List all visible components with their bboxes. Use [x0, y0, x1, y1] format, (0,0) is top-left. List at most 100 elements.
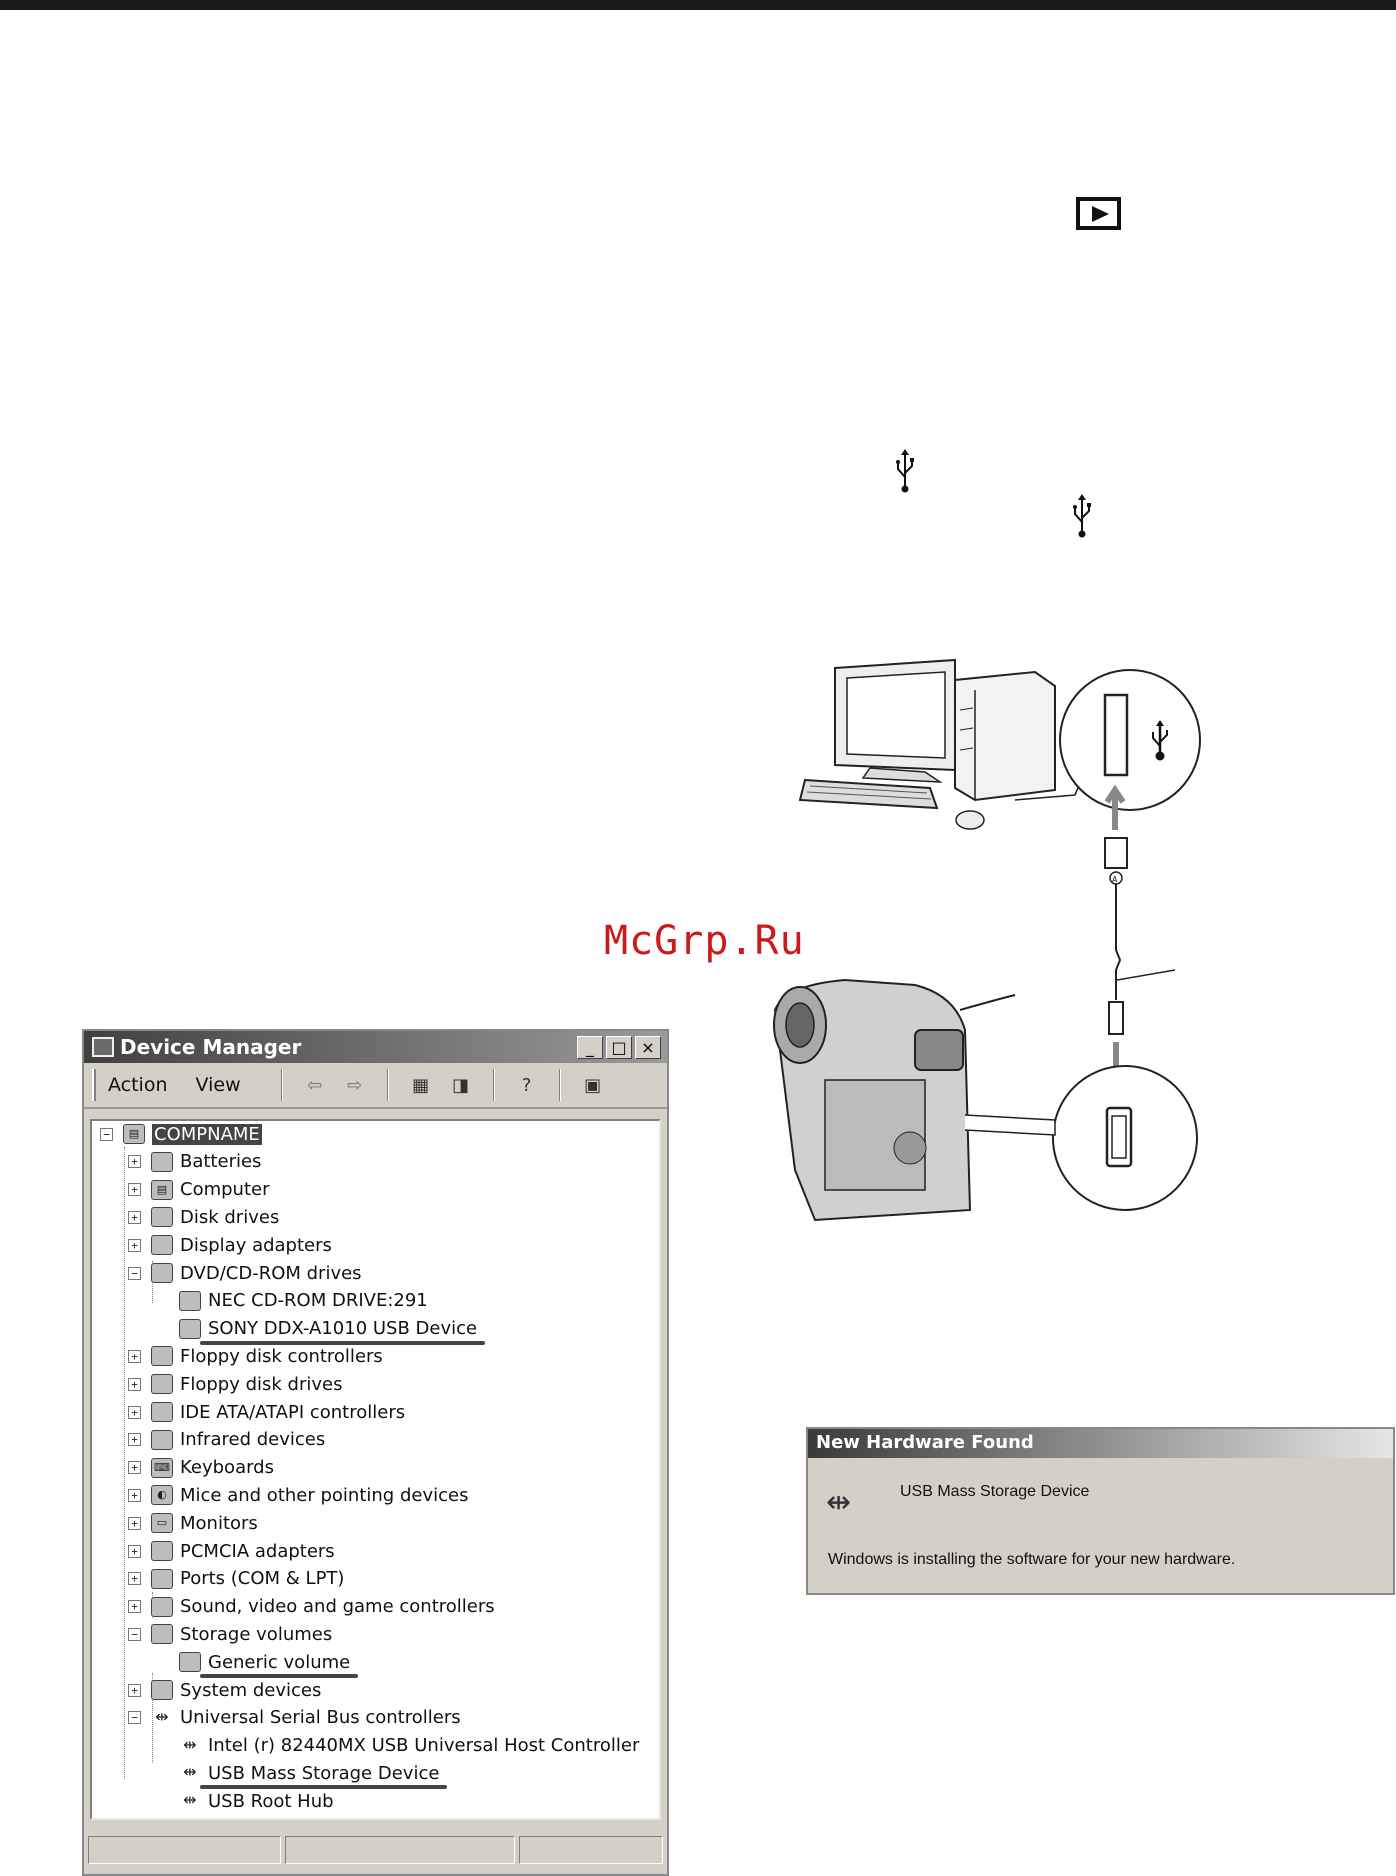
- system-device-icon: [151, 1680, 173, 1700]
- tree-item-label: COMPNAME: [152, 1123, 262, 1145]
- expand-icon[interactable]: +: [128, 1461, 141, 1475]
- expand-icon[interactable]: +: [128, 1155, 141, 1169]
- tree-item[interactable]: − DVD/CD-ROM drives: [128, 1260, 362, 1286]
- expand-icon[interactable]: +: [128, 1405, 141, 1419]
- tree-item-label: Display adapters: [180, 1234, 332, 1256]
- tree-item-label: NEC CD-ROM DRIVE:291: [208, 1290, 428, 1312]
- tree-item-label: DVD/CD-ROM drives: [180, 1262, 362, 1284]
- expand-icon[interactable]: +: [128, 1544, 141, 1558]
- tree-item[interactable]: + Ports (COM & LPT): [128, 1566, 344, 1592]
- tree-item[interactable]: + ▤ Computer: [128, 1177, 269, 1203]
- expand-icon[interactable]: +: [128, 1488, 141, 1502]
- tree-item[interactable]: +Floppy disk controllers: [128, 1343, 383, 1369]
- expand-icon[interactable]: +: [128, 1183, 141, 1197]
- storage-volume-icon: [151, 1624, 173, 1645]
- mouse-icon: ◐: [151, 1485, 173, 1506]
- tree-item[interactable]: −⇹Universal Serial Bus controllers: [128, 1705, 461, 1731]
- computer-icon: ▤: [151, 1179, 173, 1200]
- collapse-icon[interactable]: −: [100, 1127, 113, 1141]
- tree-item-label: IDE ATA/ATAPI controllers: [180, 1401, 406, 1423]
- expand-icon[interactable]: +: [128, 1433, 141, 1447]
- collapse-icon[interactable]: −: [128, 1627, 141, 1641]
- expand-icon[interactable]: +: [128, 1210, 141, 1224]
- tree-item[interactable]: +System devices: [128, 1677, 321, 1703]
- tree-item[interactable]: NEC CD-ROM DRIVE:291: [156, 1288, 428, 1314]
- close-button[interactable]: ×: [635, 1035, 661, 1059]
- computer-icon: ▤: [123, 1124, 145, 1144]
- status-bar: [86, 1830, 665, 1872]
- tree-item[interactable]: SONY DDX-A1010 USB Device: [156, 1316, 477, 1342]
- tree-item[interactable]: +Sound, video and game controllers: [128, 1594, 495, 1620]
- expand-icon[interactable]: +: [128, 1683, 141, 1697]
- help-icon[interactable]: ?: [521, 1074, 532, 1096]
- computer-tower: [954, 670, 1056, 802]
- tree-item-label: SONY DDX-A1010 USB Device: [208, 1318, 478, 1340]
- collapse-icon[interactable]: −: [128, 1266, 141, 1280]
- tree-item[interactable]: +▭Monitors: [128, 1510, 258, 1536]
- tree-item-label: Storage volumes: [180, 1623, 333, 1645]
- pcmcia-icon: [151, 1541, 173, 1561]
- tree-item-label: Infrared devices: [180, 1429, 326, 1451]
- tree-item-label: Ports (COM & LPT): [180, 1568, 345, 1590]
- grid-view-icon[interactable]: ▦: [412, 1074, 430, 1096]
- collapse-icon[interactable]: −: [128, 1711, 141, 1725]
- properties-icon[interactable]: ◨: [452, 1074, 470, 1096]
- tree-item[interactable]: + Batteries: [128, 1149, 261, 1175]
- tree-item[interactable]: − Storage volumes: [128, 1621, 332, 1647]
- tree-item[interactable]: + PCMCIA adapters: [128, 1538, 335, 1564]
- action-menu[interactable]: Action: [108, 1074, 168, 1096]
- cdrom-icon: [179, 1318, 201, 1339]
- tree-item[interactable]: +⌨Keyboards: [128, 1455, 274, 1481]
- tree-item-label: PCMCIA adapters: [180, 1540, 335, 1562]
- tree-item[interactable]: Generic volume: [156, 1649, 350, 1675]
- tree-item[interactable]: ⇹ Intel (r) 82440MX USB Universal Host Co…: [156, 1733, 639, 1759]
- tree-item-label: Computer: [180, 1179, 270, 1201]
- highlight-underline: [200, 1785, 447, 1790]
- usb-icon: [1073, 494, 1091, 538]
- tree-item-label: Batteries: [180, 1151, 262, 1173]
- tree-item[interactable]: ⇹USB Mass Storage Device: [156, 1760, 439, 1786]
- floppy-drive-icon: [151, 1374, 173, 1395]
- tree-item-label: USB Mass Storage Device: [208, 1762, 440, 1784]
- mouse: [955, 810, 985, 830]
- forward-arrow-icon[interactable]: ⇨: [347, 1074, 363, 1096]
- maximize-button[interactable]: □: [606, 1035, 632, 1059]
- computer-usb-port-callout: [1059, 669, 1201, 811]
- tree-item[interactable]: + IDE ATA/ATAPI controllers: [128, 1399, 405, 1425]
- tree-item-label: Intel (r) 82440MX USB Universal Host Con…: [208, 1735, 640, 1757]
- computer-monitor: [834, 658, 956, 783]
- device-name: USB Mass Storage Device: [900, 1483, 1090, 1500]
- tree-item[interactable]: +Floppy disk drives: [128, 1371, 342, 1397]
- tree-item[interactable]: ⇹USB Root Hub: [156, 1788, 333, 1814]
- disk-drive-icon: [151, 1207, 173, 1228]
- connection-illustration: A: [773, 658, 1201, 1222]
- expand-icon[interactable]: +: [128, 1377, 141, 1391]
- scan-hardware-icon[interactable]: ▣: [584, 1074, 602, 1096]
- tree-item[interactable]: + Infrared devices: [128, 1427, 325, 1453]
- cdrom-icon: [179, 1290, 201, 1311]
- usb-plug-a: A: [1104, 837, 1128, 885]
- expand-icon[interactable]: +: [128, 1238, 141, 1252]
- back-arrow-icon[interactable]: ⇦: [307, 1074, 323, 1096]
- usb-icon: ⇹: [183, 1734, 197, 1754]
- display-adapter-icon: [151, 1235, 173, 1256]
- tree-item[interactable]: + Display adapters: [128, 1232, 332, 1258]
- expand-icon[interactable]: +: [128, 1572, 141, 1586]
- window-titlebar: Device Manager _ □ ×: [84, 1031, 667, 1063]
- view-menu[interactable]: View: [195, 1074, 241, 1096]
- storage-volume-icon: [179, 1652, 201, 1673]
- ide-controller-icon: [151, 1402, 173, 1422]
- expand-icon[interactable]: +: [128, 1600, 141, 1614]
- minimize-button[interactable]: _: [577, 1035, 603, 1059]
- watermark: McGrp.Ru: [604, 918, 805, 964]
- cdrom-icon: [151, 1263, 173, 1283]
- tree-item-label: Universal Serial Bus controllers: [180, 1707, 461, 1729]
- tree-item-label: Keyboards: [180, 1457, 274, 1479]
- tree-item[interactable]: +◐Mice and other pointing devices: [128, 1482, 468, 1508]
- tree-item[interactable]: −▤ COMPNAME: [100, 1121, 262, 1147]
- expand-icon[interactable]: +: [128, 1349, 141, 1363]
- tree-item[interactable]: +Disk drives: [128, 1204, 279, 1230]
- expand-icon[interactable]: +: [128, 1516, 141, 1530]
- cable-leader-line: [1116, 969, 1176, 981]
- sound-icon: [151, 1596, 173, 1617]
